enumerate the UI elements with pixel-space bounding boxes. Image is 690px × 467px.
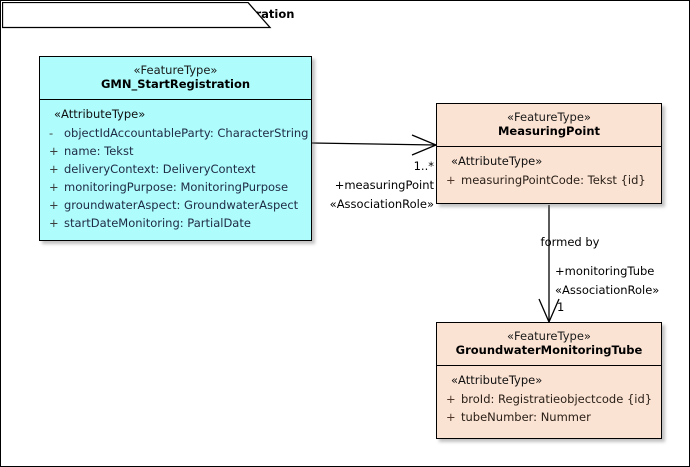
attribute-visibility: + (446, 172, 456, 187)
attribute-text: startDateMonitoring: PartialDate (64, 216, 251, 231)
attribute-visibility: + (49, 161, 59, 176)
frame-tab-shape-icon (2, 2, 272, 29)
class-stereotype: «FeatureType» (133, 63, 218, 77)
association-stereotype-monitoringtube: «AssociationRole» (555, 283, 660, 297)
compartment-stereotype: «AttributeType» (451, 154, 543, 169)
attribute-row[interactable]: + deliveryContext: DeliveryContext (45, 160, 306, 178)
attribute-visibility: + (446, 409, 456, 424)
attribute-row[interactable]: - objectIdAccountableParty: CharacterStr… (45, 124, 309, 142)
attribute-row[interactable]: + tubeNumber: Nummer (442, 408, 656, 426)
attribute-text: deliveryContext: DeliveryContext (64, 161, 256, 176)
uml-class-gmn-startregistration[interactable]: «FeatureType» GMN_StartRegistration «Att… (39, 56, 312, 241)
uml-class-measuringpoint[interactable]: «FeatureType» MeasuringPoint «AttributeT… (436, 103, 662, 204)
class-header-gmn-startregistration: «FeatureType» GMN_StartRegistration (40, 57, 311, 101)
association-role-monitoringtube: +monitoringTube (555, 264, 655, 278)
association-multiplicity-monitoringtube: 1 (557, 300, 565, 314)
attribute-compartment-measuringpoint: «AttributeType» + measuringPointCode: Te… (437, 147, 661, 194)
attribute-text: objectIdAccountableParty: CharacterStrin… (64, 125, 309, 140)
attribute-text: groundwaterAspect: GroundwaterAspect (64, 198, 299, 213)
attribute-compartment-groundwatermonitoringtube: «AttributeType» + broId: Registratieobje… (437, 366, 661, 432)
association-name-formed-by: formed by (540, 235, 600, 249)
attribute-text: monitoringPurpose: MonitoringPurpose (64, 180, 289, 195)
attribute-visibility: + (49, 143, 59, 158)
compartment-stereotype: «AttributeType» (54, 107, 146, 122)
attribute-text: tubeNumber: Nummer (461, 409, 591, 424)
compartment-stereotype: «AttributeType» (451, 373, 543, 388)
diagram-frame-title-tab: class Brondocument GMN_StartRegistration (2, 2, 300, 29)
attribute-row[interactable]: + groundwaterAspect: GroundwaterAspect (45, 196, 306, 214)
attribute-row[interactable]: + startDateMonitoring: PartialDate (45, 214, 306, 232)
class-name: MeasuringPoint (497, 124, 601, 139)
attribute-row[interactable]: + measuringPointCode: Tekst {id} (442, 171, 656, 189)
attribute-text: broId: Registratieobjectcode {id} (461, 391, 653, 406)
association-role-measuringpoint: +measuringPoint (334, 178, 434, 192)
uml-class-groundwatermonitoringtube[interactable]: «FeatureType» GroundwaterMonitoringTube … (436, 322, 662, 439)
class-name: GroundwaterMonitoringTube (455, 343, 643, 358)
association-multiplicity-measuringpoint: 1..* (413, 159, 434, 173)
attribute-compartment-gmn-startregistration: «AttributeType» - objectIdAccountablePar… (40, 100, 311, 238)
class-name: GMN_StartRegistration (100, 77, 251, 92)
attribute-row[interactable]: + name: Tekst (45, 142, 306, 160)
attribute-text: name: Tekst (64, 143, 134, 158)
attribute-text: measuringPointCode: Tekst {id} (461, 172, 646, 187)
association-gmn-to-measuringpoint (311, 134, 438, 156)
attribute-row[interactable]: + broId: Registratieobjectcode {id} (442, 390, 656, 408)
attribute-visibility: + (49, 216, 59, 231)
class-header-measuringpoint: «FeatureType» MeasuringPoint (437, 104, 661, 148)
class-header-groundwatermonitoringtube: «FeatureType» GroundwaterMonitoringTube (437, 323, 661, 367)
attribute-visibility: - (49, 125, 54, 140)
class-stereotype: «FeatureType» (507, 110, 591, 124)
association-stereotype-measuringpoint: «AssociationRole» (329, 197, 434, 211)
attribute-row[interactable]: + monitoringPurpose: MonitoringPurpose (45, 178, 306, 196)
attribute-visibility: + (49, 180, 59, 195)
attribute-visibility: + (446, 391, 456, 406)
attribute-visibility: + (49, 198, 59, 213)
class-stereotype: «FeatureType» (507, 329, 591, 343)
